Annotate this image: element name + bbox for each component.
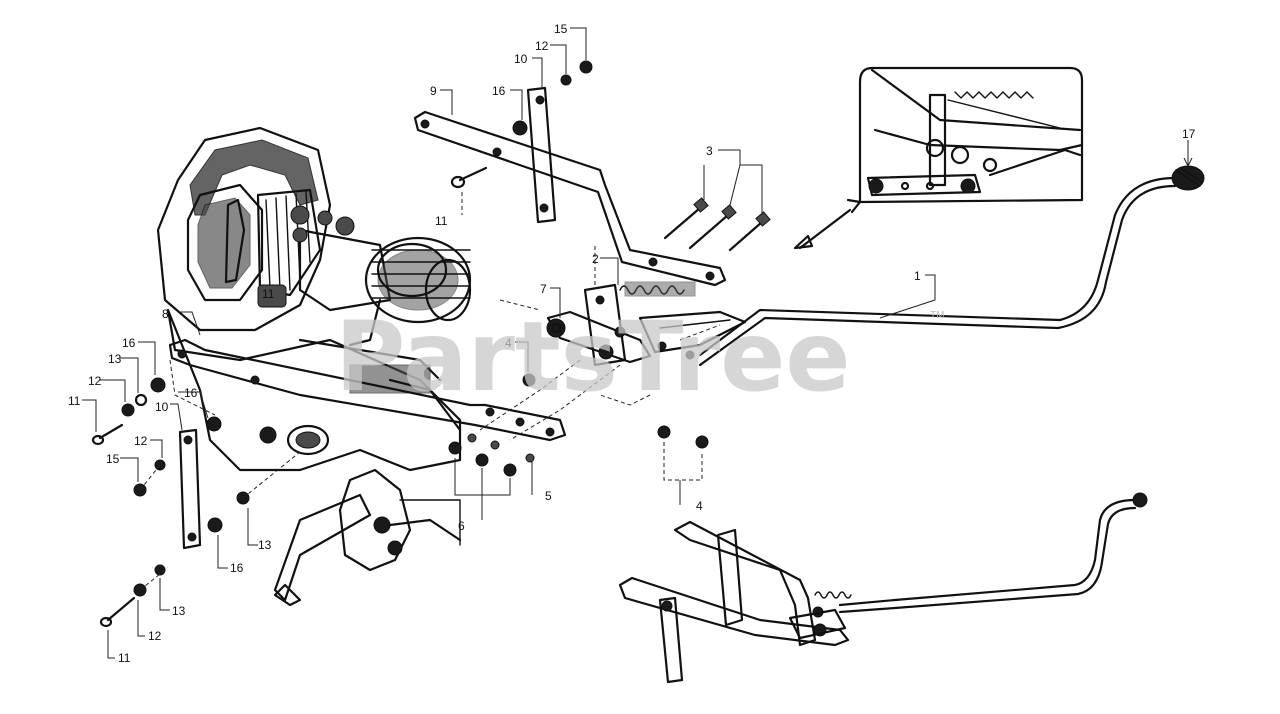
callout-12-top: 12 xyxy=(535,39,549,53)
callout-4-lower: 4 xyxy=(696,499,703,513)
linkage-assembly xyxy=(546,281,747,367)
callout-6: 6 xyxy=(458,519,465,533)
cylinder-fins xyxy=(256,188,322,297)
watermark-text: PartsTree xyxy=(335,301,850,413)
lower-bracket-bar xyxy=(168,338,567,442)
leader-lines xyxy=(82,27,1193,659)
bolt-11-upper xyxy=(450,166,488,189)
callout-12-left: 12 xyxy=(88,374,102,388)
callout-13-left: 13 xyxy=(108,352,122,366)
callout-16-mid: 16 xyxy=(184,386,198,400)
callout-labels: 15 12 10 16 9 11 3 2 7 1 4 4 5 6 17 16 1… xyxy=(68,22,1196,665)
callout-7: 7 xyxy=(540,282,547,296)
callout-17: 17 xyxy=(1182,127,1196,141)
inset-detail xyxy=(793,66,1084,250)
bolts-group-3 xyxy=(663,197,771,252)
callout-16-lower: 16 xyxy=(230,561,244,575)
callout-5: 5 xyxy=(545,489,552,503)
callout-15-top: 15 xyxy=(554,22,568,36)
callout-11-bottom: 11 xyxy=(118,651,131,665)
watermark-trademark: TM xyxy=(930,310,944,321)
callout-12-bottom: 12 xyxy=(148,629,162,643)
callout-16-left: 16 xyxy=(122,336,136,350)
callout-2: 2 xyxy=(592,252,599,266)
callout-12-mid: 12 xyxy=(134,434,148,448)
gear-housing xyxy=(364,236,472,324)
callout-15-left: 15 xyxy=(106,452,120,466)
callout-10-top: 10 xyxy=(514,52,528,66)
handle-rod xyxy=(698,165,1205,367)
callout-3: 3 xyxy=(706,144,713,158)
hardware-nuts xyxy=(91,60,709,628)
callout-11-upper: 11 xyxy=(435,214,448,228)
callout-10-left: 10 xyxy=(155,400,169,414)
callout-4-upper: 4 xyxy=(505,336,512,350)
callout-9: 9 xyxy=(430,84,437,98)
callout-11-left: 11 xyxy=(68,394,81,408)
callout-13-bottom: 13 xyxy=(172,604,186,618)
engine-assembly xyxy=(156,126,472,607)
callout-13-lower: 13 xyxy=(258,538,272,552)
upper-bracket-bar xyxy=(413,86,727,287)
callout-8: 8 xyxy=(162,307,169,321)
assembled-view xyxy=(618,492,1148,684)
callout-16-top: 16 xyxy=(492,84,506,98)
callout-11-engine: 11 xyxy=(262,287,275,301)
callout-1: 1 xyxy=(914,269,921,283)
left-link-bar xyxy=(178,428,202,550)
